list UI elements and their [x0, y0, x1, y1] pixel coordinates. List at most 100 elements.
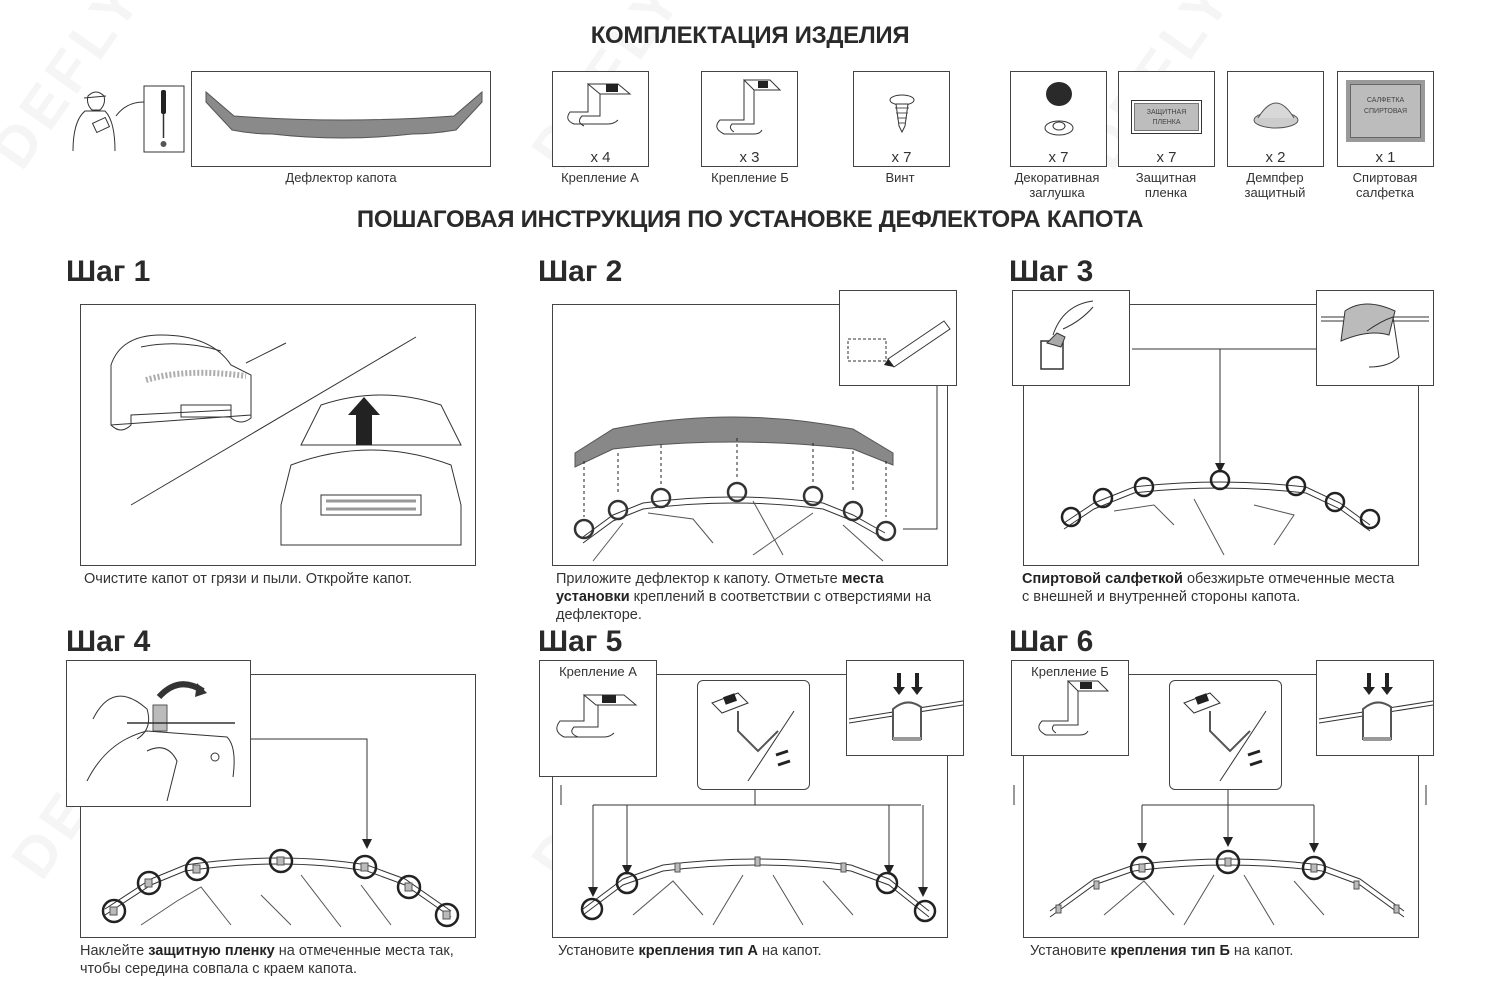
bracket-a-icon	[567, 83, 632, 127]
screws-into-bracket-icon	[848, 673, 964, 741]
alcohol-wipe-label-line2: салфетка	[1356, 185, 1414, 200]
step-5-screw-inset	[846, 660, 964, 756]
screw-label: Винт	[885, 170, 915, 185]
kit-item-alcohol-wipe: САЛФЕТКА СПИРТОВАЯ x 1	[1337, 71, 1434, 167]
step-1-illustration	[80, 304, 476, 566]
marker-pen-icon	[847, 320, 951, 368]
damper-label-line1: Демпфер	[1246, 170, 1304, 185]
decor-cap-qty: x 7	[1048, 149, 1069, 166]
step-4-text-bold: защитную пленку	[148, 943, 275, 959]
install-bracket-b-diagram	[1013, 785, 1427, 926]
kit-item-decor-cap: x 7	[1010, 71, 1107, 167]
deflector-icon	[205, 90, 483, 139]
kit-item-bracket-b: x 3	[701, 71, 798, 167]
step-2-marker-inset	[839, 290, 957, 386]
bracket-a-qty: x 4	[590, 149, 611, 166]
step-1-title: Шаг 1	[66, 255, 151, 288]
step-3-text-b: обезжирьте отмеченные места с внешней и …	[1022, 571, 1395, 605]
decor-cap-label: Декоративная заглушка	[997, 170, 1117, 200]
decor-cap-label-line1: Декоративная	[1014, 170, 1100, 185]
car-clean-and-open-hood-illustration	[110, 334, 462, 546]
step-6-mount-inset	[1169, 680, 1282, 790]
degrease-diagram	[1060, 348, 1381, 556]
protective-film-qty: x 7	[1156, 149, 1177, 166]
step-6-inset-label: Крепление Б	[1031, 664, 1109, 679]
step-3-text: Спиртовой салфеткой обезжирьте отмеченны…	[1022, 570, 1402, 606]
protective-film-label-line2: пленка	[1144, 185, 1188, 200]
kit-item-damper: x 2	[1227, 71, 1324, 167]
protective-film-icon: ЗАЩИТНАЯ ПЛЕНКА	[1131, 100, 1202, 134]
step-3-title: Шаг 3	[1009, 255, 1094, 288]
step-4-text-a: Наклейте	[80, 943, 149, 959]
screw-icon	[889, 94, 915, 134]
step-1-text: Очистите капот от грязи и пыли. Откройте…	[84, 571, 413, 587]
step-6-text-b: на капот.	[1229, 943, 1294, 959]
bracket-b-icon	[716, 79, 782, 135]
step-6-text-bold: крепления тип Б	[1110, 943, 1230, 959]
bracket-a-label: Крепление А	[561, 170, 639, 185]
alcohol-wipe-qty: x 1	[1375, 149, 1396, 166]
bracket-mount-icon	[711, 692, 795, 782]
step-5-text-a: Установите	[558, 943, 639, 959]
step-6-text-a: Установите	[1030, 943, 1111, 959]
step-3-text-bold: Спиртовой салфеткой	[1022, 571, 1183, 587]
damper-label: Демпфер защитный	[1215, 170, 1335, 200]
step-6-bracket-inset: Крепление Б	[1011, 660, 1129, 756]
protective-film-inner-2: ПЛЕНКА	[1152, 119, 1181, 126]
step-2-text: Приложите дефлектор к капоту. Отметьте м…	[556, 570, 946, 624]
decor-cap-label-line2: заглушка	[1029, 185, 1085, 200]
step-2-text-bold: места установки	[556, 571, 884, 605]
kit-item-bracket-a: x 4	[552, 71, 649, 167]
step-4-text-b: на отмеченные места так, чтобы середина …	[80, 943, 454, 977]
deflector-marking-diagram	[573, 385, 938, 562]
step-4-text: Наклейте защитную пленку на отмеченные м…	[80, 942, 470, 978]
step-2-text-b: креплений в соответствии с отверстиями н…	[556, 589, 932, 623]
alcohol-wipe-label: Спиртовая салфетка	[1325, 170, 1445, 200]
step-3-wipe-inset-right	[1316, 290, 1434, 386]
step-5-title: Шаг 5	[538, 625, 623, 658]
damper-icon	[1253, 102, 1299, 129]
step-4-title: Шаг 4	[66, 625, 151, 658]
protective-film-inner-1: ЗАЩИТНАЯ	[1146, 109, 1187, 116]
bracket-b-icon	[1038, 680, 1110, 736]
screws-into-bracket-icon	[1318, 673, 1434, 741]
protective-film-label-line1: Защитная	[1135, 170, 1197, 185]
decor-cap-icon	[1044, 82, 1074, 136]
protective-film-label: Защитная пленка	[1106, 170, 1226, 200]
step-5-text: Установите крепления тип А на капот.	[558, 942, 948, 960]
instruction-title: ПОШАГОВАЯ ИНСТРУКЦИЯ ПО УСТАНОВКЕ ДЕФЛЕК…	[356, 206, 1144, 233]
step-5-inset-label: Крепление А	[559, 664, 637, 679]
kit-deflector-box	[191, 71, 491, 167]
bracket-b-label: Крепление Б	[711, 170, 789, 185]
step-2-title: Шаг 2	[538, 255, 623, 288]
kit-deflector-label: Дефлектор капота	[285, 170, 397, 185]
step-5-text-b: на капот.	[757, 943, 822, 959]
alcohol-wipe-inner-1: САЛФЕТКА	[1366, 97, 1405, 104]
alcohol-wipe-inner-2: СПИРТОВАЯ	[1363, 108, 1408, 115]
bracket-b-qty: x 3	[739, 149, 760, 166]
applying-film-icon	[86, 681, 235, 802]
step-5-mount-inset	[697, 680, 810, 790]
protective-film-diagram	[101, 738, 460, 928]
step-2-text-a: Приложите дефлектор к капоту. Отметьте	[556, 571, 842, 587]
step-3-wipe-inset-left	[1012, 290, 1130, 386]
damper-qty: x 2	[1265, 149, 1286, 166]
step-5-bracket-inset: Крепление А	[539, 660, 657, 777]
worker-screwdriver-illustration	[72, 85, 185, 153]
kit-item-protective-film: ЗАЩИТНАЯ ПЛЕНКА x 7	[1118, 71, 1215, 167]
bracket-a-icon	[556, 694, 638, 738]
kit-title: КОМПЛЕКТАЦИЯ ИЗДЕЛИЯ	[590, 22, 910, 49]
step-6-text: Установите крепления тип Б на капот.	[1030, 942, 1420, 960]
alcohol-wipe-icon: САЛФЕТКА СПИРТОВАЯ	[1346, 80, 1425, 142]
open-wipe-icon	[1040, 300, 1094, 370]
step-6-title: Шаг 6	[1009, 625, 1094, 658]
alcohol-wipe-label-line1: Спиртовая	[1352, 170, 1418, 185]
kit-item-screw: x 7	[853, 71, 950, 167]
step-6-screw-inset	[1316, 660, 1434, 756]
bracket-mount-icon	[1183, 692, 1267, 782]
damper-label-line2: защитный	[1244, 185, 1306, 200]
wiping-hood-icon	[1321, 303, 1429, 368]
step-5-text-bold: крепления тип А	[638, 943, 758, 959]
screw-qty: x 7	[891, 149, 912, 166]
step-4-film-inset	[66, 660, 251, 807]
